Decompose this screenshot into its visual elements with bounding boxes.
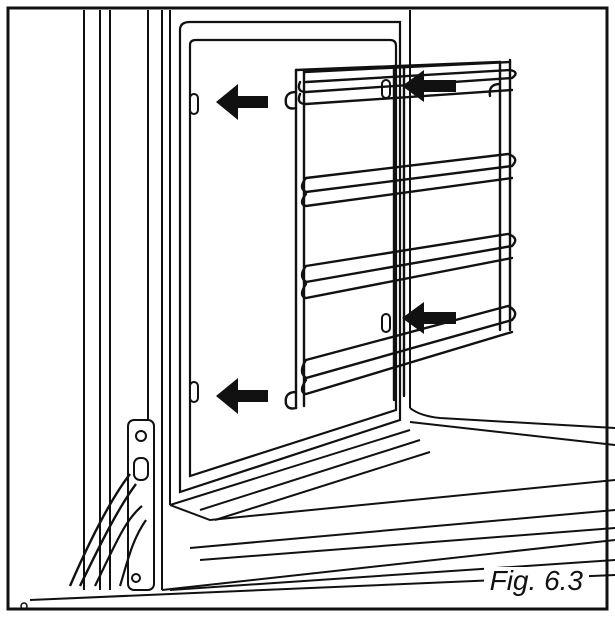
- screw-icon: [20, 602, 28, 610]
- rack-rail-2: [300, 152, 517, 208]
- wall-slot-upper-right: [381, 79, 391, 99]
- door-hinge-icon: [68, 419, 155, 591]
- wire-rack-icon: [284, 58, 517, 410]
- arrow-left-icon: [402, 302, 456, 334]
- rack-rail-3: [300, 232, 517, 300]
- wall-slot-lower-left: [189, 381, 199, 403]
- rack-rail-4: [300, 304, 517, 396]
- wall-slot-lower-right: [381, 313, 391, 333]
- arrow-left-icon: [402, 70, 456, 102]
- arrows: [216, 70, 456, 414]
- oven-door-frame: [83, 10, 615, 591]
- wall-slots: [189, 79, 391, 403]
- arrow-left-icon: [216, 84, 268, 120]
- wall-slot-upper-left: [189, 93, 199, 115]
- rack-rail-1: [297, 68, 517, 106]
- figure-caption: Fig. 6.3: [483, 567, 589, 595]
- oven-side-wall: [178, 20, 402, 494]
- arrow-left-icon: [216, 378, 268, 414]
